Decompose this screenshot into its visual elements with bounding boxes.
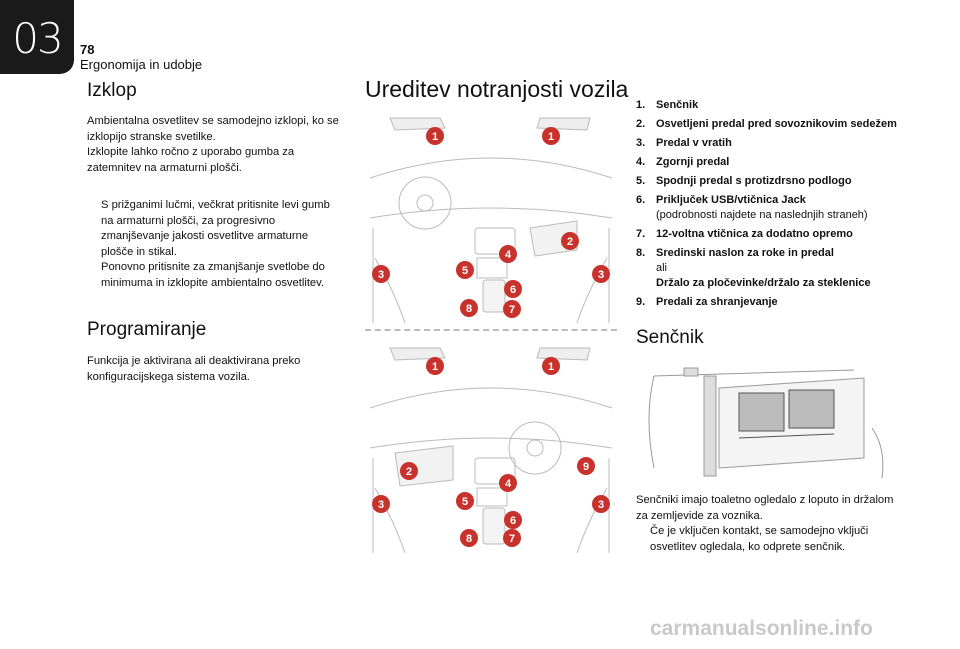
svg-text:3: 3 (378, 269, 384, 281)
chapter-title: Ergonomija in udobje (80, 57, 203, 72)
ureditev-heading: Ureditev notranjosti vozila (365, 76, 629, 102)
svg-text:4: 4 (505, 478, 512, 490)
svg-text:9: 9 (583, 461, 589, 473)
svg-text:1: 1 (432, 131, 438, 143)
svg-text:1: 1 (432, 361, 438, 373)
svg-text:3: 3 (378, 499, 384, 511)
list-item: 2.Osvetljeni predal pred sovoznikovim se… (636, 118, 897, 130)
svg-text:8: 8 (466, 533, 472, 545)
svg-text:7: 7 (509, 304, 515, 316)
svg-text:2: 2 (567, 236, 573, 248)
sencnik-bullet: Če je vključen kontakt, se samodejno vkl… (650, 525, 869, 553)
svg-text:1: 1 (548, 131, 554, 143)
sencnik-heading: Senčnik (636, 327, 704, 348)
item-list: 1.Senčnik 2.Osvetljeni predal pred sovoz… (636, 98, 911, 314)
izklop-para2: Izklopite lahko ročno z uporabo gumba za… (87, 146, 295, 174)
chapter-badge: 03 (0, 0, 74, 74)
svg-text:8: 8 (466, 303, 472, 315)
izklop-heading: Izklop (87, 80, 137, 101)
watermark: carmanualsonline.info (650, 617, 873, 640)
svg-text:1: 1 (548, 361, 554, 373)
interior-diagram: 1 1 2 3 3 4 5 6 8 7 1 1 2 9 3 3 4 5 6 8 7 (369, 117, 613, 554)
sun-visor-illustration (648, 367, 884, 479)
svg-text:4: 4 (505, 249, 512, 261)
svg-text:6: 6 (510, 284, 516, 296)
list-item: 7.12-voltna vtičnica za dodatno opremo (636, 228, 853, 240)
list-item: 6.Priključek USB/vtičnica Jack(podrobnos… (636, 194, 868, 221)
sencnik-text: Senčniki imajo toaletno ogledalo z loput… (636, 494, 894, 522)
list-item: 9.Predali za shranjevanje (636, 296, 778, 308)
svg-text:3: 3 (598, 269, 604, 281)
svg-text:7: 7 (509, 533, 515, 545)
izklop-bullet-1: S prižganimi lučmi, večkrat pritisnite l… (101, 199, 330, 258)
page-number: 78 (80, 42, 95, 57)
list-item: 4.Zgornji predal (636, 156, 730, 168)
izklop-bullet-2: Ponovno pritisnite za zmanjšanje svetlob… (101, 261, 325, 289)
svg-text:3: 3 (598, 499, 604, 511)
sencnik-text-block: Senčniki imajo toaletno ogledalo z loput… (636, 493, 901, 555)
programiranje-text: Funkcija je aktivirana ali deaktivirana … (87, 355, 301, 383)
list-item: 1.Senčnik (636, 99, 699, 111)
izklop-para1: Ambientalna osvetlitev se samodejno izkl… (87, 115, 339, 143)
list-item: 3.Predal v vratih (636, 137, 732, 149)
svg-text:5: 5 (462, 265, 468, 277)
programiranje-heading: Programiranje (87, 319, 207, 340)
svg-text:2: 2 (406, 466, 412, 478)
diagram-divider (365, 329, 617, 331)
svg-text:5: 5 (462, 496, 468, 508)
chapter-number: 03 (12, 14, 63, 63)
list-item: 5.Spodnji predal s protizdrsno podlogo (636, 175, 852, 187)
left-column: Izklop Ambientalna osvetlitev se samodej… (87, 80, 342, 385)
svg-text:6: 6 (510, 515, 516, 527)
